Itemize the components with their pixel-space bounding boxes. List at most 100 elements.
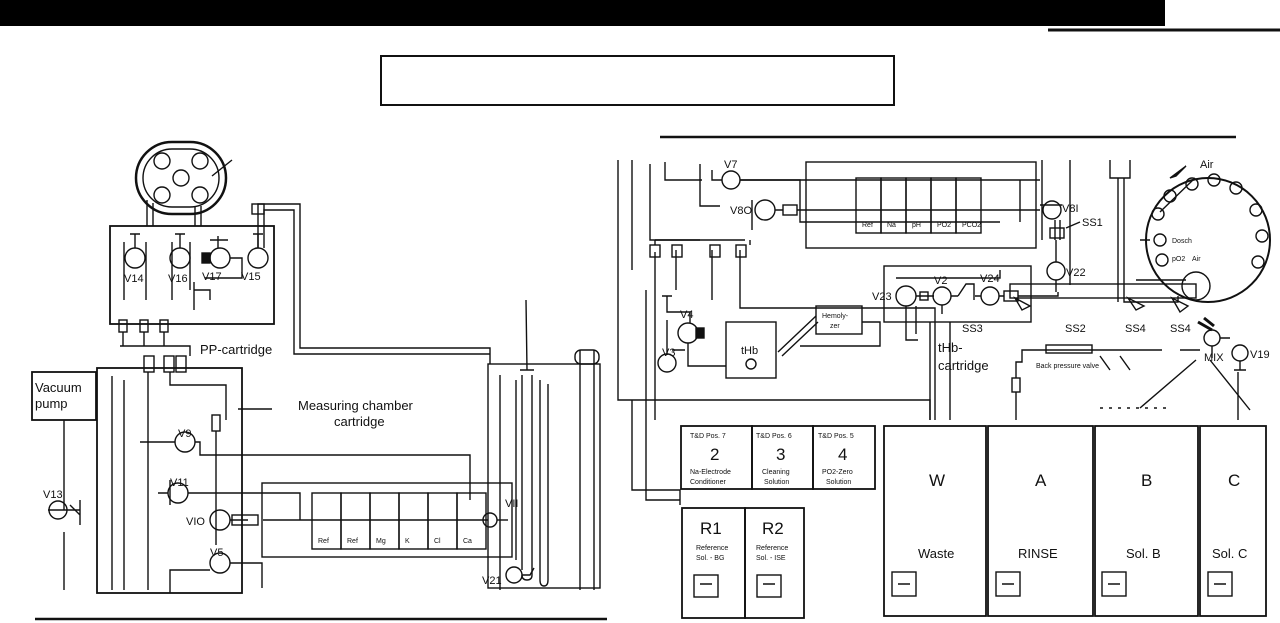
valve-v22: V22 <box>1066 267 1086 279</box>
bottle-w-letter: W <box>929 471 945 490</box>
bottle-b <box>1094 425 1199 617</box>
thb-cartridge-label-2: cartridge <box>938 358 989 373</box>
valve-v23: V23 <box>872 291 892 303</box>
valve-v80: V8O <box>730 205 752 217</box>
bottle-w <box>883 425 987 617</box>
dosing-label-3: Air <box>1192 256 1201 263</box>
thb-box <box>725 321 777 379</box>
r1-line2: Sol. - BG <box>696 555 724 562</box>
electrode-label: Na <box>887 222 896 229</box>
bottle-c <box>1199 425 1267 617</box>
r2-box <box>744 507 805 619</box>
dosing-label-1: Dosch <box>1172 238 1192 245</box>
measuring-chamber-label-2: cartridge <box>334 414 385 429</box>
bottle-b-name: Sol. B <box>1126 546 1161 561</box>
valve-v11: V11 <box>170 477 189 489</box>
valve-v17: V17 <box>202 271 222 283</box>
vacuum-pump-label-2: pump <box>35 396 68 411</box>
hemolyzer-label-2: zer <box>830 323 840 330</box>
td2-head: T&D Pos. 7 <box>690 433 726 440</box>
td3-num: 3 <box>776 445 785 464</box>
label-mix: MIX <box>1204 352 1224 364</box>
header-bar <box>0 0 1165 26</box>
td3-head: T&D Pos. 6 <box>756 433 792 440</box>
label-ss4-b: SS4 <box>1170 323 1191 335</box>
electrode-cell <box>427 492 458 550</box>
hemolyzer-label-1: Hemoly- <box>822 313 849 320</box>
electrode-label: PCO2 <box>962 222 981 229</box>
label-ss1: SS1 <box>1082 217 1103 229</box>
back-pressure-label: Back pressure valve <box>1036 363 1099 370</box>
bottle-w-name: Waste <box>918 546 954 561</box>
valve-v24: V24 <box>980 273 1000 285</box>
electrode-label: Ca <box>463 538 472 545</box>
r2-line2: Sol. - ISE <box>756 555 786 562</box>
electrode-cell <box>955 177 982 234</box>
valve-v2: V2 <box>934 275 947 287</box>
td4-head: T&D Pos. 5 <box>818 433 854 440</box>
thb-cartridge-label-1: tHb- <box>938 340 963 355</box>
electrode-label: Ref <box>318 538 329 545</box>
valve-v5: V5 <box>210 547 223 559</box>
label-ss4-a: SS4 <box>1125 323 1146 335</box>
valve-v13: V13 <box>43 489 63 501</box>
label-air: Air <box>1200 159 1214 171</box>
bottle-a <box>987 425 1094 617</box>
bottle-b-letter: B <box>1141 471 1152 490</box>
bottle-a-letter: A <box>1035 471 1047 490</box>
electrode-cell <box>398 492 429 550</box>
td4-line1: PO2-Zero <box>822 469 853 476</box>
td-box-4 <box>812 425 876 490</box>
valve-v7: V7 <box>724 159 737 171</box>
thb-cartridge-box <box>883 265 1032 323</box>
valve-v15: V15 <box>241 271 261 283</box>
td2-line2: Conditioner <box>690 479 726 486</box>
title-box <box>380 55 895 106</box>
valve-v81: V8I <box>1062 203 1079 215</box>
label-ss3: SS3 <box>962 323 983 335</box>
valve-v4: V4 <box>680 309 693 321</box>
electrode-cell <box>456 492 487 550</box>
bottle-c-letter: C <box>1228 471 1240 490</box>
valve-v9: V9 <box>178 428 191 440</box>
td3-line1: Cleaning <box>762 469 790 476</box>
left-electrode-frame <box>261 482 513 558</box>
electrode-label: Mg <box>376 538 386 545</box>
valve-v3: V3 <box>662 347 675 359</box>
electrode-label: PO2 <box>937 222 951 229</box>
valve-v10: VIO <box>186 516 205 528</box>
valve-v16: V16 <box>168 273 188 285</box>
right-electrode-frame <box>805 161 1037 249</box>
measuring-chamber-label-1: Measuring chamber <box>298 398 414 413</box>
r2-id: R2 <box>762 519 784 538</box>
dosing-disc <box>1145 173 1271 303</box>
td3-line2: Solution <box>764 479 789 486</box>
valve-v14: V14 <box>124 273 144 285</box>
dosing-label-2: pO2 <box>1172 256 1185 263</box>
electrode-label: Ref <box>347 538 358 545</box>
electrode-label: Cl <box>434 538 441 545</box>
pp-cartridge-box <box>109 225 275 325</box>
vacuum-pump-label-1: Vacuum <box>35 380 82 395</box>
td4-line2: Solution <box>826 479 851 486</box>
td2-line1: Na-Electrode <box>690 469 731 476</box>
r1-line1: Reference <box>696 545 728 552</box>
label-ss2: SS2 <box>1065 323 1086 335</box>
peristaltic-pump <box>134 140 233 226</box>
electrode-label: K <box>405 538 410 545</box>
hemolyzer-box <box>815 305 863 335</box>
electrode-label: Ref <box>862 222 873 229</box>
valve-v19: V19 <box>1250 349 1270 361</box>
td2-num: 2 <box>710 445 719 464</box>
pp-cartridge-label: PP-cartridge <box>200 342 272 357</box>
td4-num: 4 <box>838 445 847 464</box>
thb-label: tHb <box>741 345 758 357</box>
valve-v11-right: VII <box>505 498 518 510</box>
bottle-c-name: Sol. C <box>1212 546 1247 561</box>
r1-id: R1 <box>700 519 722 538</box>
bottle-a-name: RINSE <box>1018 546 1058 561</box>
valve-v21: V21 <box>482 575 502 587</box>
electrode-label: pH <box>912 222 921 229</box>
r2-line1: Reference <box>756 545 788 552</box>
